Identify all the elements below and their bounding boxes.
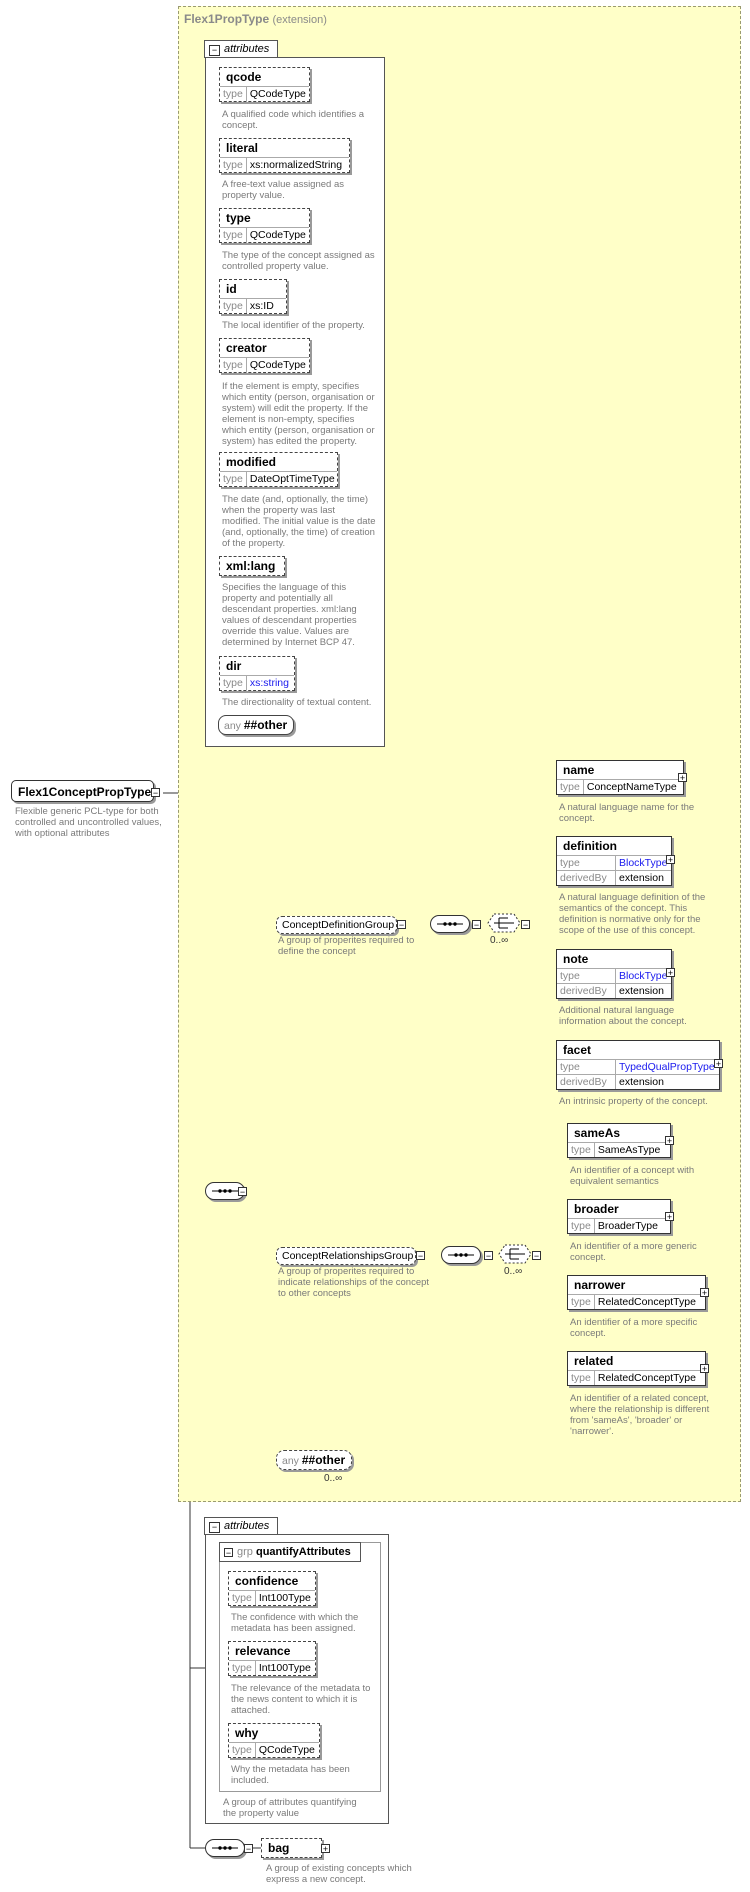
definition-choice-icon[interactable]: [486, 912, 522, 934]
extension-title: Flex1PropType (extension): [184, 12, 327, 26]
relationships-sequence-icon[interactable]: [441, 1246, 481, 1264]
collapse-icon[interactable]: −: [209, 1522, 220, 1533]
root-complex-type[interactable]: Flex1ConceptPropType: [11, 780, 154, 802]
relationships-choice-cardinality: 0..∞: [504, 1266, 523, 1277]
relationships-sequence-collapse-icon[interactable]: −: [484, 1251, 493, 1261]
attributes2-tab[interactable]: −attributes: [204, 1517, 278, 1535]
any-other-element-cardinality: 0..∞: [324, 1473, 343, 1484]
concept-relationships-group-collapse-icon[interactable]: −: [416, 1251, 425, 1261]
concept-definition-group-collapse-icon[interactable]: −: [397, 920, 406, 930]
definition-sequence-icon[interactable]: [430, 915, 470, 933]
bag-sequence-collapse-icon[interactable]: −: [244, 1844, 253, 1854]
relationships-choice-collapse-icon[interactable]: −: [532, 1251, 541, 1261]
broader-expand-icon[interactable]: +: [665, 1212, 674, 1222]
attributes-tab[interactable]: −attributes: [204, 40, 278, 58]
element-facet-desc: An intrinsic property of the concept.: [559, 1096, 708, 1107]
definition-choice-cardinality: 0..∞: [490, 935, 509, 946]
root-expand-icon[interactable]: −: [151, 788, 160, 798]
attr-dir-desc: The directionality of textual content.: [222, 697, 372, 708]
any-other-element[interactable]: any ##other: [276, 1450, 352, 1470]
definition-expand-icon[interactable]: +: [666, 855, 675, 865]
definition-sequence-collapse-icon[interactable]: −: [472, 920, 481, 930]
attr-xml-lang[interactable]: xml:lang: [219, 556, 285, 576]
narrower-expand-icon[interactable]: +: [700, 1288, 709, 1298]
sameas-expand-icon[interactable]: +: [665, 1136, 674, 1146]
collapse-icon[interactable]: −: [209, 45, 220, 56]
sequence-collapse-icon[interactable]: −: [238, 1187, 247, 1197]
quantify-attributes-header[interactable]: −grp quantifyAttributes: [219, 1542, 361, 1562]
bag-expand-icon[interactable]: +: [321, 1844, 330, 1854]
concept-definition-group[interactable]: ConceptDefinitionGroup: [276, 916, 397, 934]
concept-relationships-group[interactable]: ConceptRelationshipsGroup: [276, 1247, 416, 1265]
facet-expand-icon[interactable]: +: [714, 1059, 723, 1069]
related-expand-icon[interactable]: +: [700, 1364, 709, 1374]
attr-modified-desc: The date (and, optionally, the time)when…: [222, 494, 376, 549]
bag-sequence-icon[interactable]: [205, 1839, 245, 1857]
name-expand-icon[interactable]: +: [678, 773, 687, 783]
definition-choice-collapse-icon[interactable]: −: [521, 920, 530, 930]
relationships-choice-icon[interactable]: [497, 1243, 533, 1265]
quantify-collapse-icon[interactable]: −: [224, 1548, 233, 1558]
note-expand-icon[interactable]: +: [666, 968, 675, 978]
element-related-desc: An identifier of a related concept,where…: [570, 1393, 710, 1437]
any-other-attribute[interactable]: any ##other: [218, 715, 294, 735]
element-bag[interactable]: bag: [261, 1838, 322, 1858]
attr-id-desc: The local identifier of the property.: [222, 320, 365, 331]
